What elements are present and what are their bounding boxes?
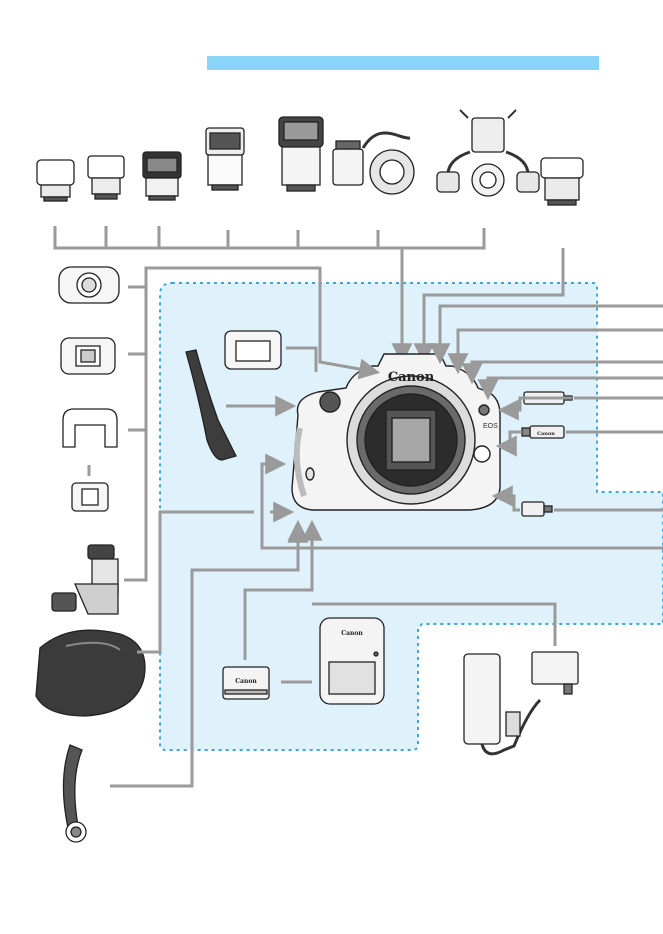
- eyepiece-extender-icon: [59, 267, 119, 303]
- battery-pack-brand: Canon: [235, 678, 257, 685]
- hand-strap-icon: [63, 745, 86, 842]
- eyecup-icon: [63, 409, 117, 447]
- wireless-transmitter-icon: [541, 158, 583, 205]
- header-bar: [207, 56, 599, 70]
- flash-row: [37, 110, 583, 205]
- camera-brand-label: Canon: [388, 370, 435, 385]
- semi-hard-case-icon: [36, 630, 145, 716]
- speedlite-icon: [37, 160, 74, 201]
- camera-model-label: EOS: [483, 423, 498, 430]
- angle-finder-icon: [52, 545, 118, 614]
- twin-lite-icon: [437, 110, 539, 196]
- eyepiece-adapter-icon: [72, 483, 108, 511]
- speedlite-icon: [88, 156, 124, 199]
- speedlite-icon: [143, 152, 181, 200]
- ac-adapter-icon: [464, 654, 540, 754]
- ring-lite-icon: [333, 133, 414, 194]
- speedlite-icon: [279, 117, 323, 191]
- eyecup-eb-icon: [225, 331, 281, 369]
- usb-cable-brand: Canon: [537, 431, 555, 437]
- dc-coupler-icon: [532, 652, 578, 694]
- speedlite-icon: [206, 128, 244, 190]
- charger-brand: Canon: [341, 630, 363, 637]
- magnifier-icon: [61, 338, 115, 374]
